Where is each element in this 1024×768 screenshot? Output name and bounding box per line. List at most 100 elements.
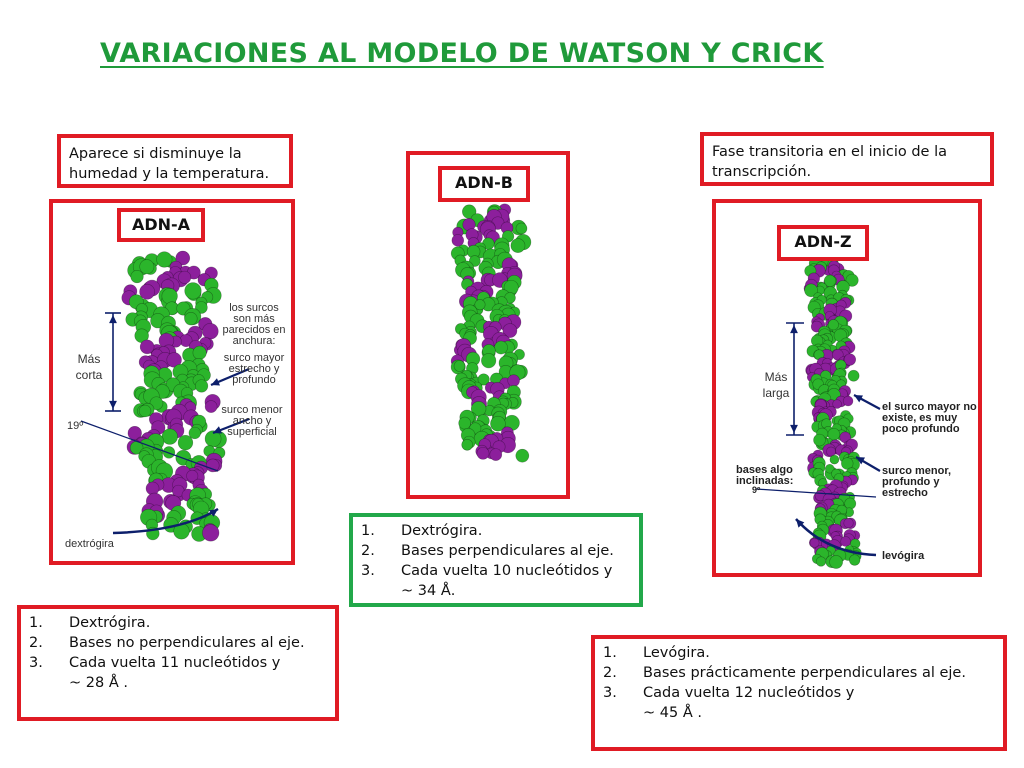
backbone-atom xyxy=(161,288,178,305)
arrow-icon xyxy=(211,378,220,386)
base-pair-atom xyxy=(166,352,182,368)
arrow-up-icon xyxy=(109,315,117,324)
backbone-atom xyxy=(477,373,490,386)
backbone-atom xyxy=(474,299,486,311)
backbone-atom xyxy=(138,404,152,418)
property-text: Dextrógira. xyxy=(401,523,483,539)
backbone-atom xyxy=(184,312,198,326)
adn-a-mas-corta-label: Más corta xyxy=(75,352,103,382)
base-pair-atom xyxy=(186,469,199,482)
property-text: Cada vuelta 12 nucleótidos y xyxy=(643,685,855,701)
property-number: 3. xyxy=(361,563,375,579)
property-item: 2. Bases perpendiculares al eje. xyxy=(361,541,631,561)
backbone-atom xyxy=(847,369,860,382)
adn-a-helix xyxy=(80,250,250,542)
base-tilt-line xyxy=(755,488,877,498)
base-pair-atom xyxy=(139,283,155,300)
adn-z-levogira-label: levógira xyxy=(882,550,925,562)
base-pair-atom xyxy=(489,448,503,461)
property-item: ~ 34 Å. xyxy=(361,581,631,601)
backbone-atom xyxy=(815,556,827,567)
property-number: 1. xyxy=(29,615,43,631)
adn-b-helix xyxy=(450,203,532,463)
rotation-arrow xyxy=(795,518,877,557)
backbone-atom xyxy=(162,446,176,459)
property-number: 1. xyxy=(361,523,375,539)
backbone-atom xyxy=(139,259,155,275)
backbone-atom xyxy=(827,319,839,331)
arrow-icon xyxy=(854,395,863,403)
backbone-atom xyxy=(494,340,508,355)
adn-z-surco-menor-annotation: surco menor, profundo y estrecho xyxy=(882,465,952,499)
adn-a-properties: 1.Dextrógira.2.Bases no perpendiculares … xyxy=(17,605,339,721)
base-pair-atom xyxy=(476,446,490,460)
backbone-atom xyxy=(813,433,826,447)
base-pair-atom xyxy=(139,339,155,355)
adn-a-dextrogira-label: dextrógira xyxy=(65,538,114,550)
property-number: 2. xyxy=(29,635,43,651)
property-item: 1. Dextrógira. xyxy=(361,521,631,541)
base-pair-atom xyxy=(826,446,836,457)
property-text: Cada vuelta 10 nucleótidos y xyxy=(401,563,613,579)
adn-z-properties: 1. Levógira. 2. Bases prácticamente perpend… xyxy=(591,635,1007,751)
property-number: 3. xyxy=(29,655,43,671)
backbone-atom xyxy=(824,463,835,474)
base-pair-atom xyxy=(843,353,857,366)
backbone-atom xyxy=(188,426,201,440)
backbone-atom xyxy=(848,554,861,566)
property-text: ~ 28 Å . xyxy=(69,675,128,691)
adn-a-angle-label: 19º xyxy=(67,420,84,432)
backbone-atom xyxy=(845,273,859,287)
property-item: ~ 45 Å . xyxy=(603,703,995,723)
backbone-atom xyxy=(204,430,222,448)
property-number: 2. xyxy=(603,665,617,681)
backbone-atom xyxy=(453,360,466,372)
property-item: 2. Bases prácticamente perpendiculares al… xyxy=(603,663,995,683)
adn-z-angle-label: 9º xyxy=(752,485,761,495)
adn-z-mas-larga-label: Más larga xyxy=(762,370,790,400)
adn-b-label: ADN-B xyxy=(438,166,530,202)
backbone-atom xyxy=(841,457,854,470)
backbone-atom xyxy=(184,282,202,300)
property-text: Bases prácticamente perpendiculares al e… xyxy=(643,665,966,681)
property-text: Bases perpendiculares al eje. xyxy=(401,543,614,559)
property-item: 3. Cada vuelta 11 nucleótidos y xyxy=(29,653,327,673)
property-number: 2. xyxy=(361,543,375,559)
base-pair-atom xyxy=(202,323,219,340)
backbone-atom xyxy=(195,301,208,314)
adn-z-note: Fase transitoria en el inicio de la tran… xyxy=(700,132,994,186)
property-text: Levógira. xyxy=(643,645,710,661)
base-pair-atom xyxy=(178,270,192,284)
adn-a-label: ADN-A xyxy=(117,208,205,242)
adn-a-surco-mayor-annotation: surco mayor estrecho y profundo xyxy=(223,352,285,386)
base-pair-atom xyxy=(202,524,220,542)
adn-z-note-text: Fase transitoria en el inicio de la tran… xyxy=(712,144,947,180)
arrow-icon xyxy=(209,509,218,517)
arrow-icon xyxy=(213,426,222,434)
backbone-atom xyxy=(192,345,207,360)
property-number: 1. xyxy=(603,645,617,661)
backbone-atom xyxy=(461,439,473,451)
backbone-atom xyxy=(130,270,144,284)
property-text: Cada vuelta 11 nucleótidos y xyxy=(69,655,281,671)
page-title: VARIACIONES AL MODELO DE WATSON Y CRICK xyxy=(100,38,824,69)
base-pair-atom xyxy=(840,536,851,547)
adn-z-bases-annotation: bases algo inclinadas: xyxy=(736,464,794,487)
arrow-down-icon xyxy=(109,400,117,409)
backbone-atom xyxy=(829,454,840,465)
backbone-atom xyxy=(515,222,528,235)
base-pair-atom xyxy=(205,458,220,473)
backbone-atom xyxy=(804,283,818,298)
base-pair-atom xyxy=(809,537,820,548)
base-tilt-line xyxy=(80,420,219,472)
adn-a-note: Aparece si disminuye la humedad y la tem… xyxy=(57,134,293,188)
backbone-atom xyxy=(490,415,506,432)
property-item: 3. Cada vuelta 12 nucleótidos y xyxy=(603,683,995,703)
property-number: 3. xyxy=(603,685,617,701)
adn-z-surco-mayor-annotation: el surco mayor no existe, es muy poco pr… xyxy=(882,401,977,435)
property-text: Dextrógira. xyxy=(69,615,151,631)
base-pair-atom xyxy=(175,250,191,266)
backbone-atom xyxy=(515,448,530,463)
arrow-icon xyxy=(856,457,865,465)
backbone-atom xyxy=(510,238,526,253)
